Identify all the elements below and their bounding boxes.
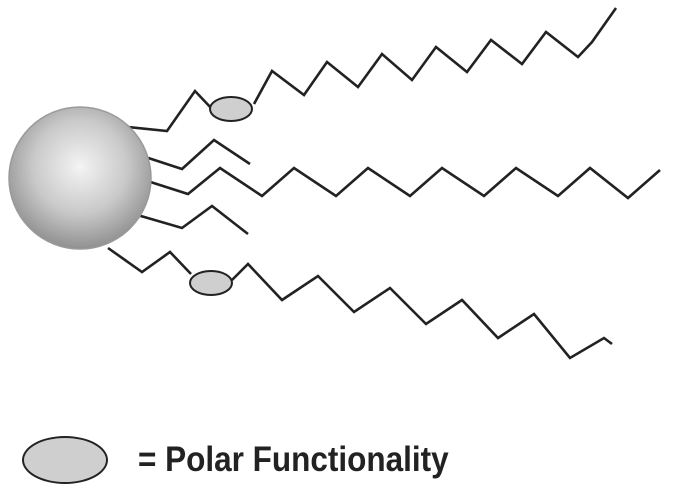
silica-particle bbox=[8, 106, 152, 250]
alkyl-chain-bottom-embedded-polar-tail bbox=[231, 262, 613, 360]
polar-group-top bbox=[209, 96, 253, 122]
alkyl-chain-bottom-embedded-polar bbox=[107, 246, 192, 275]
legend: = Polar Functionality bbox=[22, 432, 483, 488]
alkyl-chain-top-embedded-polar bbox=[117, 88, 214, 133]
polar-group-legend-icon bbox=[22, 436, 108, 484]
alkyl-chain-middle bbox=[137, 166, 661, 200]
legend-label: = Polar Functionality bbox=[138, 440, 449, 479]
polar-group-bottom bbox=[189, 270, 233, 296]
short-chain-2 bbox=[133, 204, 249, 236]
alkyl-chain-top-embedded-polar-tail bbox=[252, 7, 618, 105]
short-chain-1 bbox=[129, 138, 251, 171]
